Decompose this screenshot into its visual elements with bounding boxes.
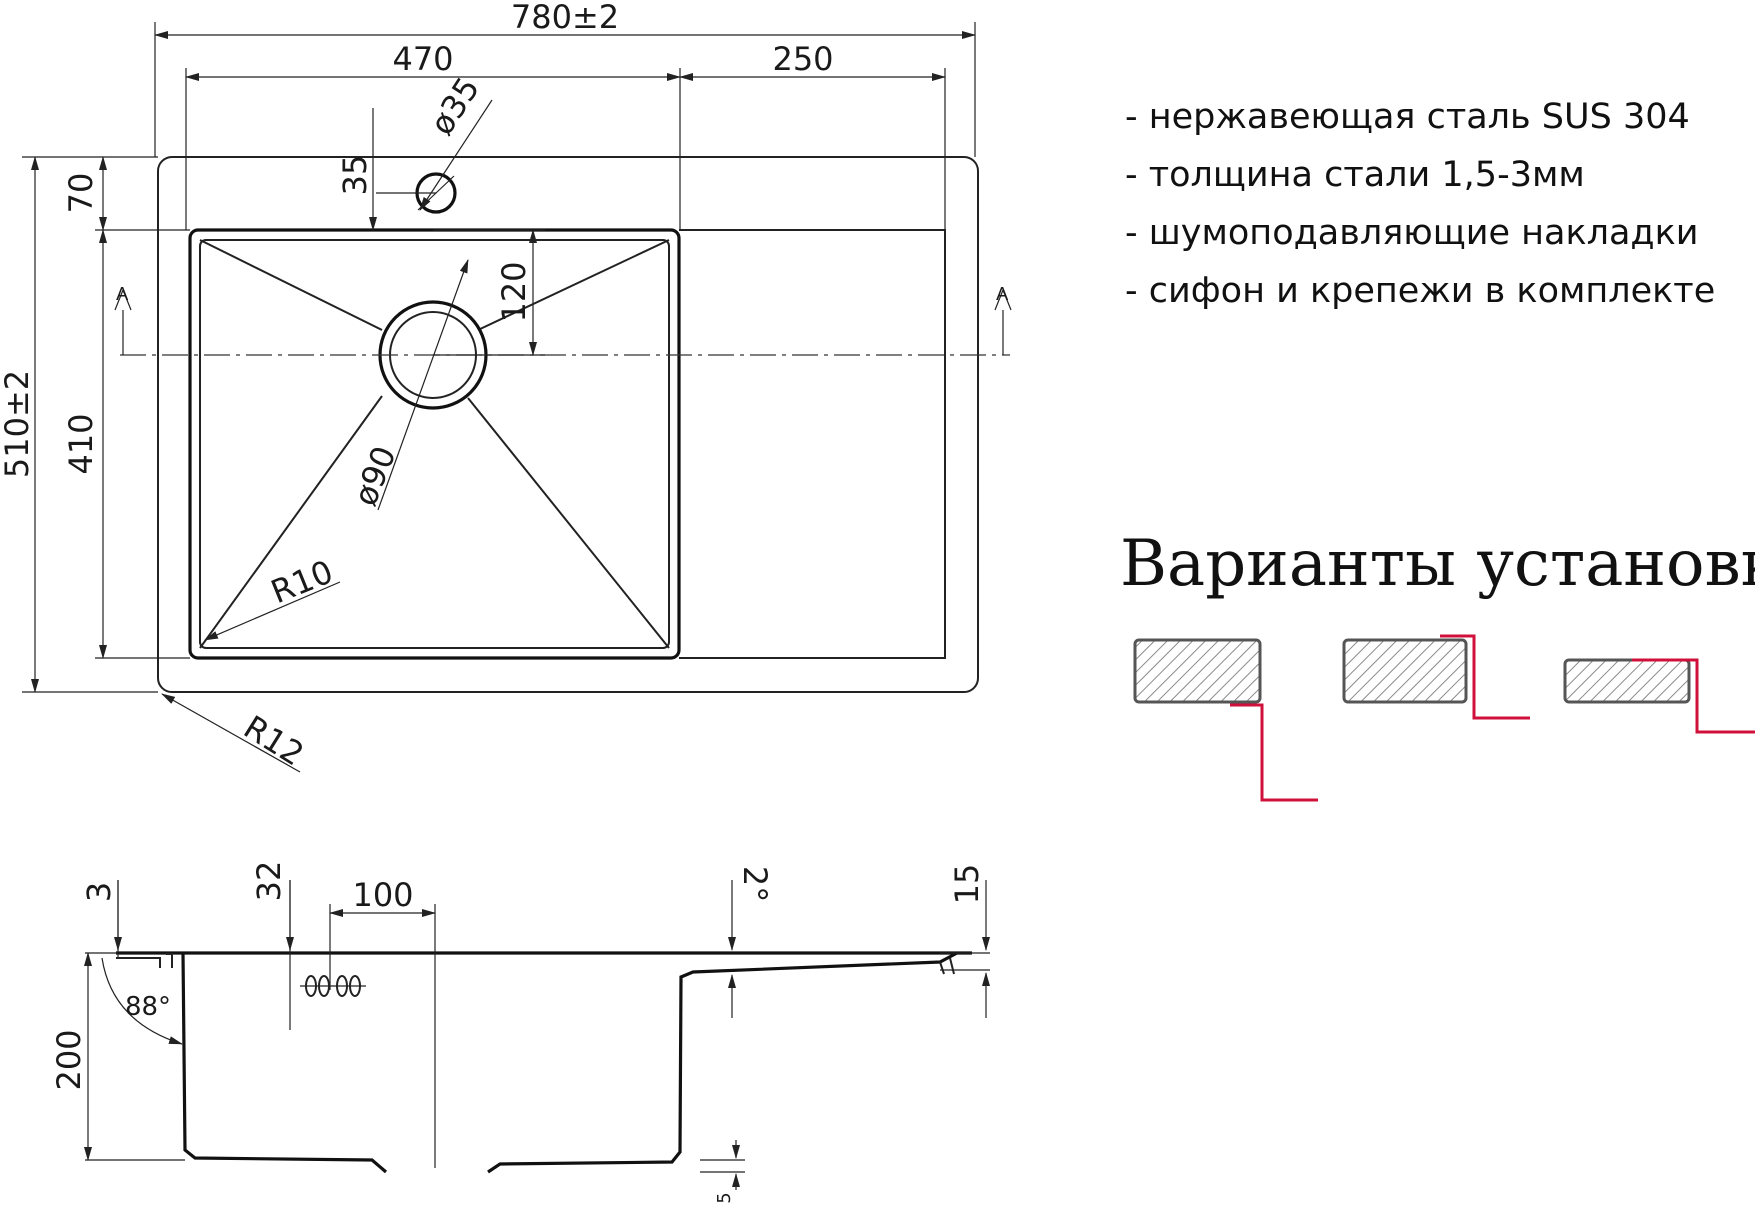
- feature-item: - толщина стали 1,5-3мм: [1125, 155, 1585, 195]
- dim-410: 410: [62, 413, 100, 474]
- section-view: 3 32 100 200 15 2° 88° 5: [50, 861, 990, 1204]
- plan-view: A A 780±2 470 250 510±2 70 410 35: [0, 0, 1012, 774]
- variant-overmount: [1563, 658, 1755, 734]
- dim-3: 3: [80, 882, 118, 902]
- dim-r12: R12: [237, 708, 311, 774]
- dimline-r12: [161, 693, 301, 773]
- drainboard-outline: [679, 229, 946, 659]
- dim-780: 780±2: [511, 0, 619, 36]
- section-label-right: A: [996, 284, 1009, 305]
- install-variants: Варианты установки: [1120, 527, 1755, 802]
- section-bowl: [181, 952, 388, 1174]
- dim-70: 70: [62, 173, 100, 214]
- dim-15: 15: [948, 864, 986, 905]
- feature-item: - шумоподавляющие накладки: [1125, 213, 1699, 253]
- dim-35: 35: [336, 155, 374, 196]
- sink-outline: [157, 156, 979, 693]
- crease-tr: [477, 239, 670, 331]
- dimline-88: [101, 957, 183, 1045]
- dim-200: 200: [50, 1029, 88, 1090]
- crease-bl: [199, 395, 383, 649]
- install-title: Варианты установки: [1120, 527, 1755, 601]
- crease-br: [467, 397, 670, 649]
- dim-510: 510±2: [0, 370, 36, 478]
- dimline-90: [377, 259, 469, 511]
- crease-tl: [199, 239, 383, 331]
- dim-470: 470: [392, 40, 453, 78]
- feature-item: - нержавеющая сталь SUS 304: [1125, 97, 1690, 137]
- variant-flush: [1342, 634, 1530, 720]
- dimline-r10: [204, 581, 341, 641]
- dim-120: 120: [495, 261, 533, 322]
- dim-2deg: 2°: [736, 866, 774, 902]
- dim-drain: ø90: [346, 441, 404, 511]
- section-arrow-right: [994, 288, 1012, 311]
- features-list: - нержавеющая сталь SUS 304 - толщина ст…: [1125, 97, 1715, 311]
- dim-5: 5: [714, 1192, 735, 1203]
- feature-item: - сифон и крепежи в комплекте: [1125, 271, 1715, 311]
- variant-undermount: [1133, 638, 1318, 802]
- dim-32: 32: [250, 861, 288, 902]
- dim-250: 250: [772, 40, 833, 78]
- dim-100: 100: [352, 876, 413, 914]
- dim-r10: R10: [266, 552, 339, 611]
- dim-faucet-hole: ø35: [422, 70, 487, 141]
- section-label-left: A: [116, 284, 129, 305]
- bowl-inner-outline: [199, 239, 670, 649]
- dim-88: 88°: [125, 992, 171, 1022]
- section-arrow-left: [114, 288, 132, 311]
- bowl-outline: [188, 228, 681, 660]
- overflow-slot: [300, 975, 366, 997]
